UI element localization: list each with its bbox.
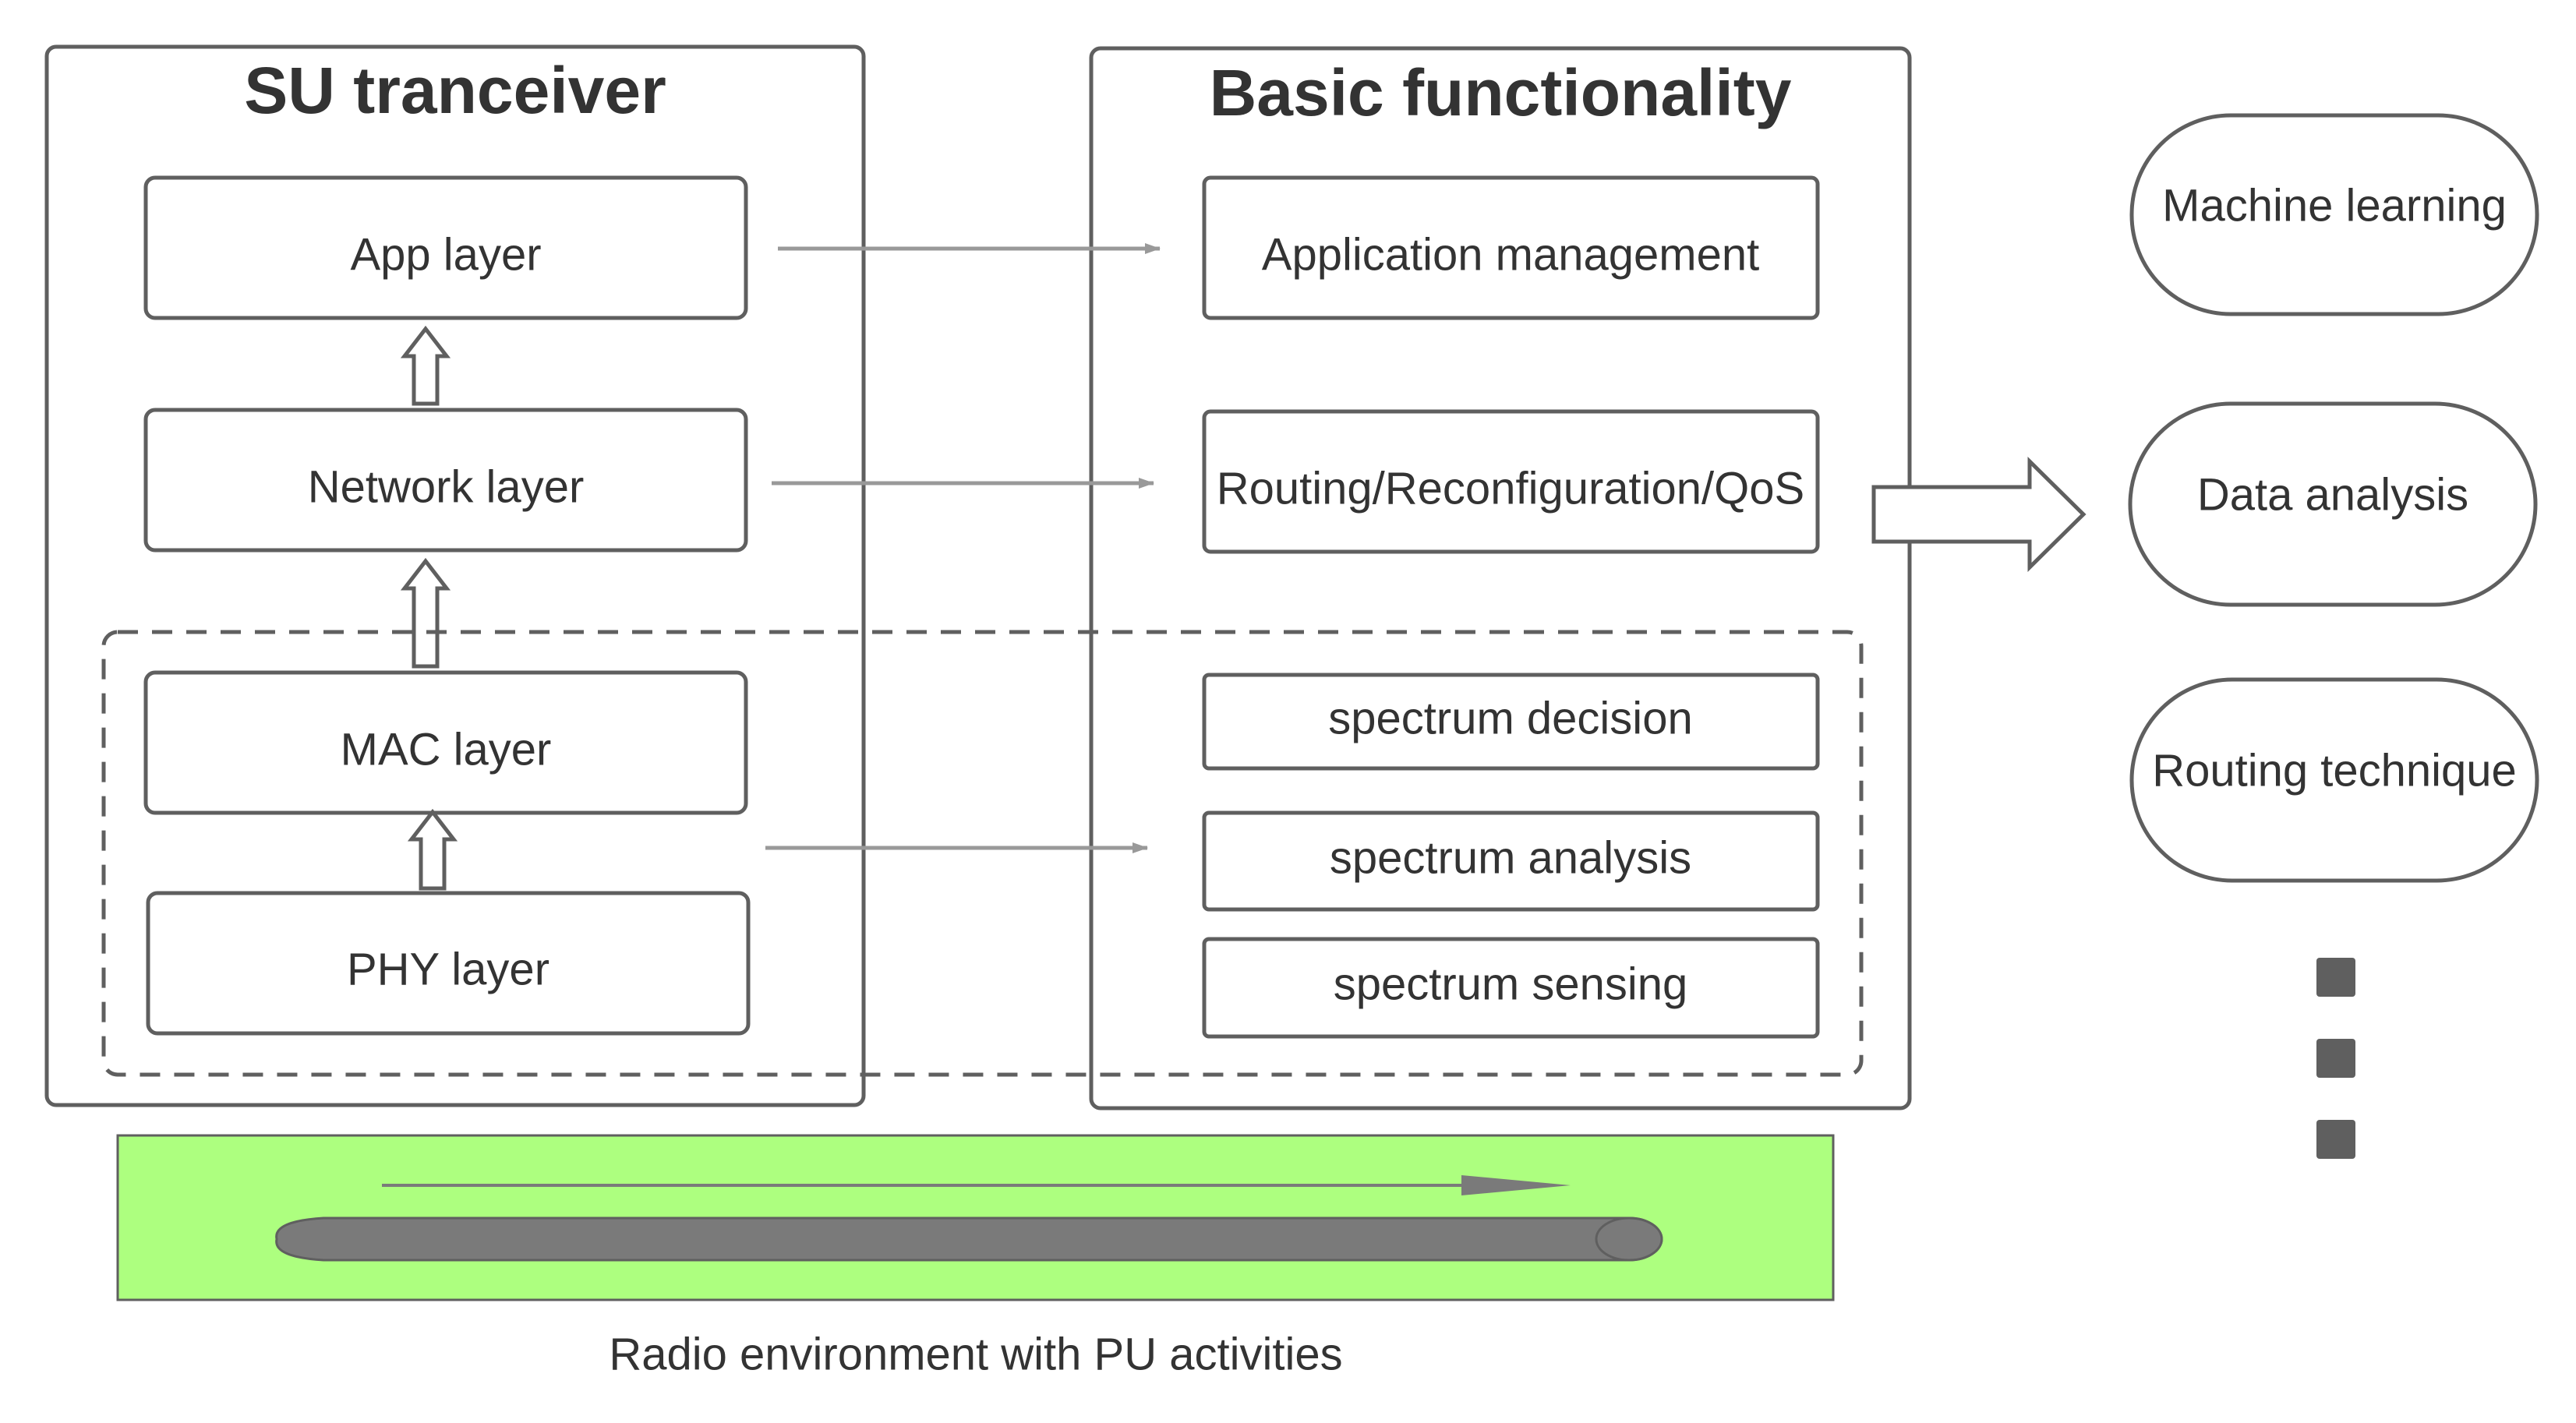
- routing-technique-label: Routing technique: [2152, 745, 2517, 796]
- routing-technique-node: [2129, 677, 2539, 883]
- spectrum-sensing-box: [1202, 937, 1820, 1039]
- routing-reconfiguration-qos-box: [1202, 409, 1820, 554]
- phy-layer-label: PHY layer: [347, 944, 549, 994]
- data-analysis-node: [2128, 401, 2538, 607]
- mac-to-network-arrow: [400, 557, 451, 669]
- ellipsis-square-3: [2316, 1120, 2355, 1159]
- network-layer-label: Network layer: [308, 461, 585, 512]
- app-layer-label: App layer: [350, 229, 541, 280]
- ellipsis-square-2: [2316, 1039, 2355, 1078]
- machine-learning-node: [2129, 113, 2539, 316]
- su-transceiver-title: SU tranceiver: [244, 54, 666, 127]
- ellipsis-square-1: [2316, 958, 2355, 997]
- pu-activity-arrow-head: [1461, 1175, 1571, 1195]
- spectrum-analysis-box: [1202, 810, 1820, 912]
- application-management-box: [1202, 175, 1820, 320]
- channel-bar-end-cap: [1595, 1216, 1663, 1262]
- routing-reconfiguration-qos-label: Routing/Reconfiguration/QoS: [1217, 463, 1804, 514]
- machine-learning-label: Machine learning: [2162, 180, 2507, 231]
- spectrum-sensing-label: spectrum sensing: [1334, 959, 1688, 1009]
- application-management-label: Application management: [1262, 229, 1759, 280]
- pu-activity-channel-bar: [275, 1216, 1663, 1262]
- spectrum-analysis-label: spectrum analysis: [1330, 832, 1691, 883]
- network-layer-box: [143, 408, 748, 553]
- spectrum-decision-box: [1202, 673, 1820, 771]
- radio-environment-caption: Radio environment with PU activities: [609, 1329, 1342, 1379]
- basic-functionality-frame: [1089, 46, 1912, 1111]
- app-layer-box: [143, 175, 748, 320]
- spectrum-decision-label: spectrum decision: [1328, 693, 1692, 743]
- basic-functionality-title: Basic functionality: [1210, 56, 1792, 129]
- mac-layer-label: MAC layer: [341, 724, 552, 775]
- phy-layer-box: [146, 891, 751, 1036]
- su-transceiver-frame: [44, 44, 866, 1107]
- network-to-app-arrow: [400, 325, 451, 406]
- to-techniques-arrow: [1871, 457, 2087, 572]
- spectrum-region-dashed-outline: [101, 630, 1864, 1077]
- phy-to-mac-arrow: [407, 808, 458, 891]
- data-analysis-label: Data analysis: [2197, 469, 2468, 520]
- mac-layer-box: [143, 670, 748, 815]
